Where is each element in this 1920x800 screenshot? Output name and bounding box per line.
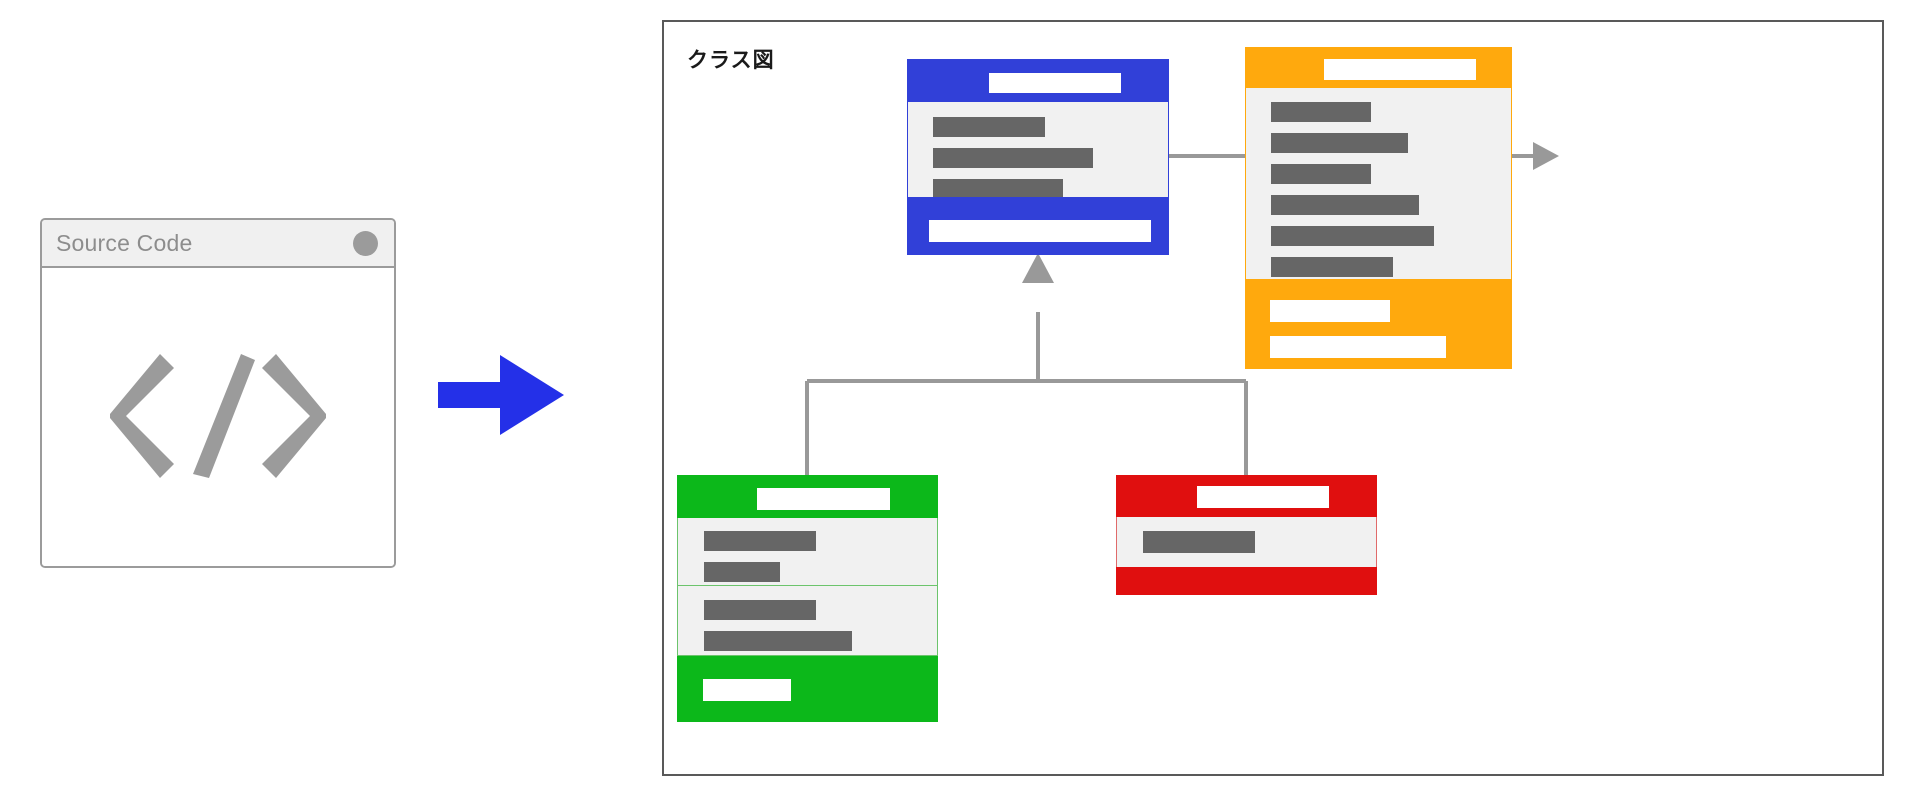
class-node-blue-attributes — [907, 102, 1169, 199]
class-node-green-attributes — [677, 518, 938, 586]
class-node-green-header — [677, 475, 938, 518]
footer-bar — [703, 679, 791, 701]
class-name-bar — [1197, 486, 1329, 508]
member-bar — [704, 531, 816, 551]
member-bar — [933, 148, 1093, 168]
class-node-green[interactable] — [677, 475, 938, 722]
class-diagram-title: クラス図 — [687, 49, 775, 72]
member-bar — [1271, 102, 1371, 122]
class-node-red-attributes — [1116, 517, 1377, 567]
class-name-bar — [989, 73, 1121, 93]
transform-arrow-icon — [438, 355, 564, 435]
member-bar — [1143, 531, 1255, 553]
member-bar — [1271, 195, 1419, 215]
member-bar — [933, 179, 1063, 199]
class-name-bar — [757, 488, 890, 510]
inheritance-fork — [805, 253, 1248, 475]
source-code-window[interactable]: Source Code — [40, 218, 396, 568]
class-node-red-footer — [1116, 567, 1377, 595]
class-node-green-methods — [677, 586, 938, 656]
source-code-title: Source Code — [56, 230, 193, 256]
member-bar — [1271, 133, 1408, 153]
footer-bar — [1270, 300, 1390, 322]
class-node-red[interactable] — [1116, 475, 1377, 595]
member-bar — [1271, 257, 1393, 277]
source-code-body — [42, 268, 394, 566]
member-bar — [1271, 164, 1371, 184]
member-bar — [704, 631, 852, 651]
code-brackets-icon — [110, 354, 326, 478]
member-bar — [704, 562, 780, 582]
member-bar — [704, 600, 816, 620]
class-node-green-footer — [677, 656, 938, 722]
class-name-bar — [1324, 59, 1476, 80]
class-node-orange-header — [1245, 47, 1512, 88]
class-node-blue[interactable] — [907, 59, 1169, 255]
class-node-orange-footer — [1245, 279, 1512, 369]
class-node-blue-header — [907, 59, 1169, 102]
class-diagram-canvas: クラス図 — [662, 20, 1884, 776]
member-bar — [1271, 226, 1434, 246]
class-node-blue-footer — [907, 197, 1169, 255]
window-dot-icon[interactable] — [353, 231, 378, 256]
footer-bar — [929, 220, 1151, 242]
footer-bar — [1270, 336, 1446, 358]
source-code-titlebar: Source Code — [42, 220, 394, 268]
class-node-orange[interactable] — [1245, 47, 1512, 369]
class-node-orange-attributes — [1245, 88, 1512, 279]
class-node-red-header — [1116, 475, 1377, 517]
member-bar — [933, 117, 1045, 137]
